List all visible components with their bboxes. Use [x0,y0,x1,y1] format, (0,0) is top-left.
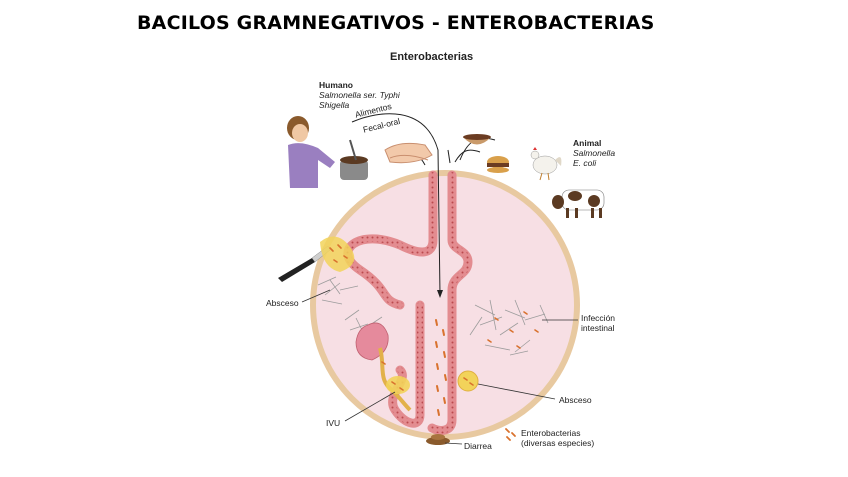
body-circle [310,170,580,440]
human-heading: Humano [319,80,353,90]
label-abscess-left: Absceso [266,298,299,308]
legend-label-line2: (diversas especies) [521,438,595,448]
animal-source-label: Animal Salmonella E. coli [573,138,615,168]
cow-icon [552,189,605,218]
label-intestinal-infection: Infección intestinal [581,313,615,333]
intestinal-infection-tissue [469,299,549,356]
legend-label-line1: Enterobacterias [521,428,581,438]
animal-heading: Animal [573,138,602,148]
legend-label: Enterobacterias (diversas especies) [521,428,594,448]
human-organism-1: Salmonella ser. Typhi [319,90,400,100]
human-cook-figure [287,116,368,188]
figure-title: Enterobacterias [390,51,474,63]
right-abscess [457,370,479,392]
human-organism-2: Shigella [319,100,350,110]
hands-icon [384,142,433,164]
legend-bacteria-icon [505,428,516,441]
kidney-urinary-tract [355,322,412,412]
intestinal-tract [343,170,473,435]
animal-organism-2: E. coli [573,158,597,168]
leader-lines [301,289,578,445]
lumen-bacteria [435,319,447,416]
label-intestinal-infection-line2: intestinal [581,323,615,333]
diarrhea-stool [426,434,450,445]
left-abscess [320,236,355,272]
slide-title: BACILOS GRAMNEGATIVOS - ENTEROBACTERIAS [137,12,655,34]
label-diarrhea: Diarrea [464,441,492,451]
burger-icon [487,156,509,173]
animal-organism-1: Salmonella [573,148,616,158]
chicken-icon [530,147,562,181]
label-intestinal-infection-line1: Infección [581,313,616,323]
label-uti: IVU [326,418,341,428]
human-source-label: Humano Salmonella ser. Typhi Shigella [319,80,400,110]
left-tissue-fibers [317,276,383,335]
label-abscess-right: Absceso [559,395,592,405]
bowl-icon [463,134,491,145]
